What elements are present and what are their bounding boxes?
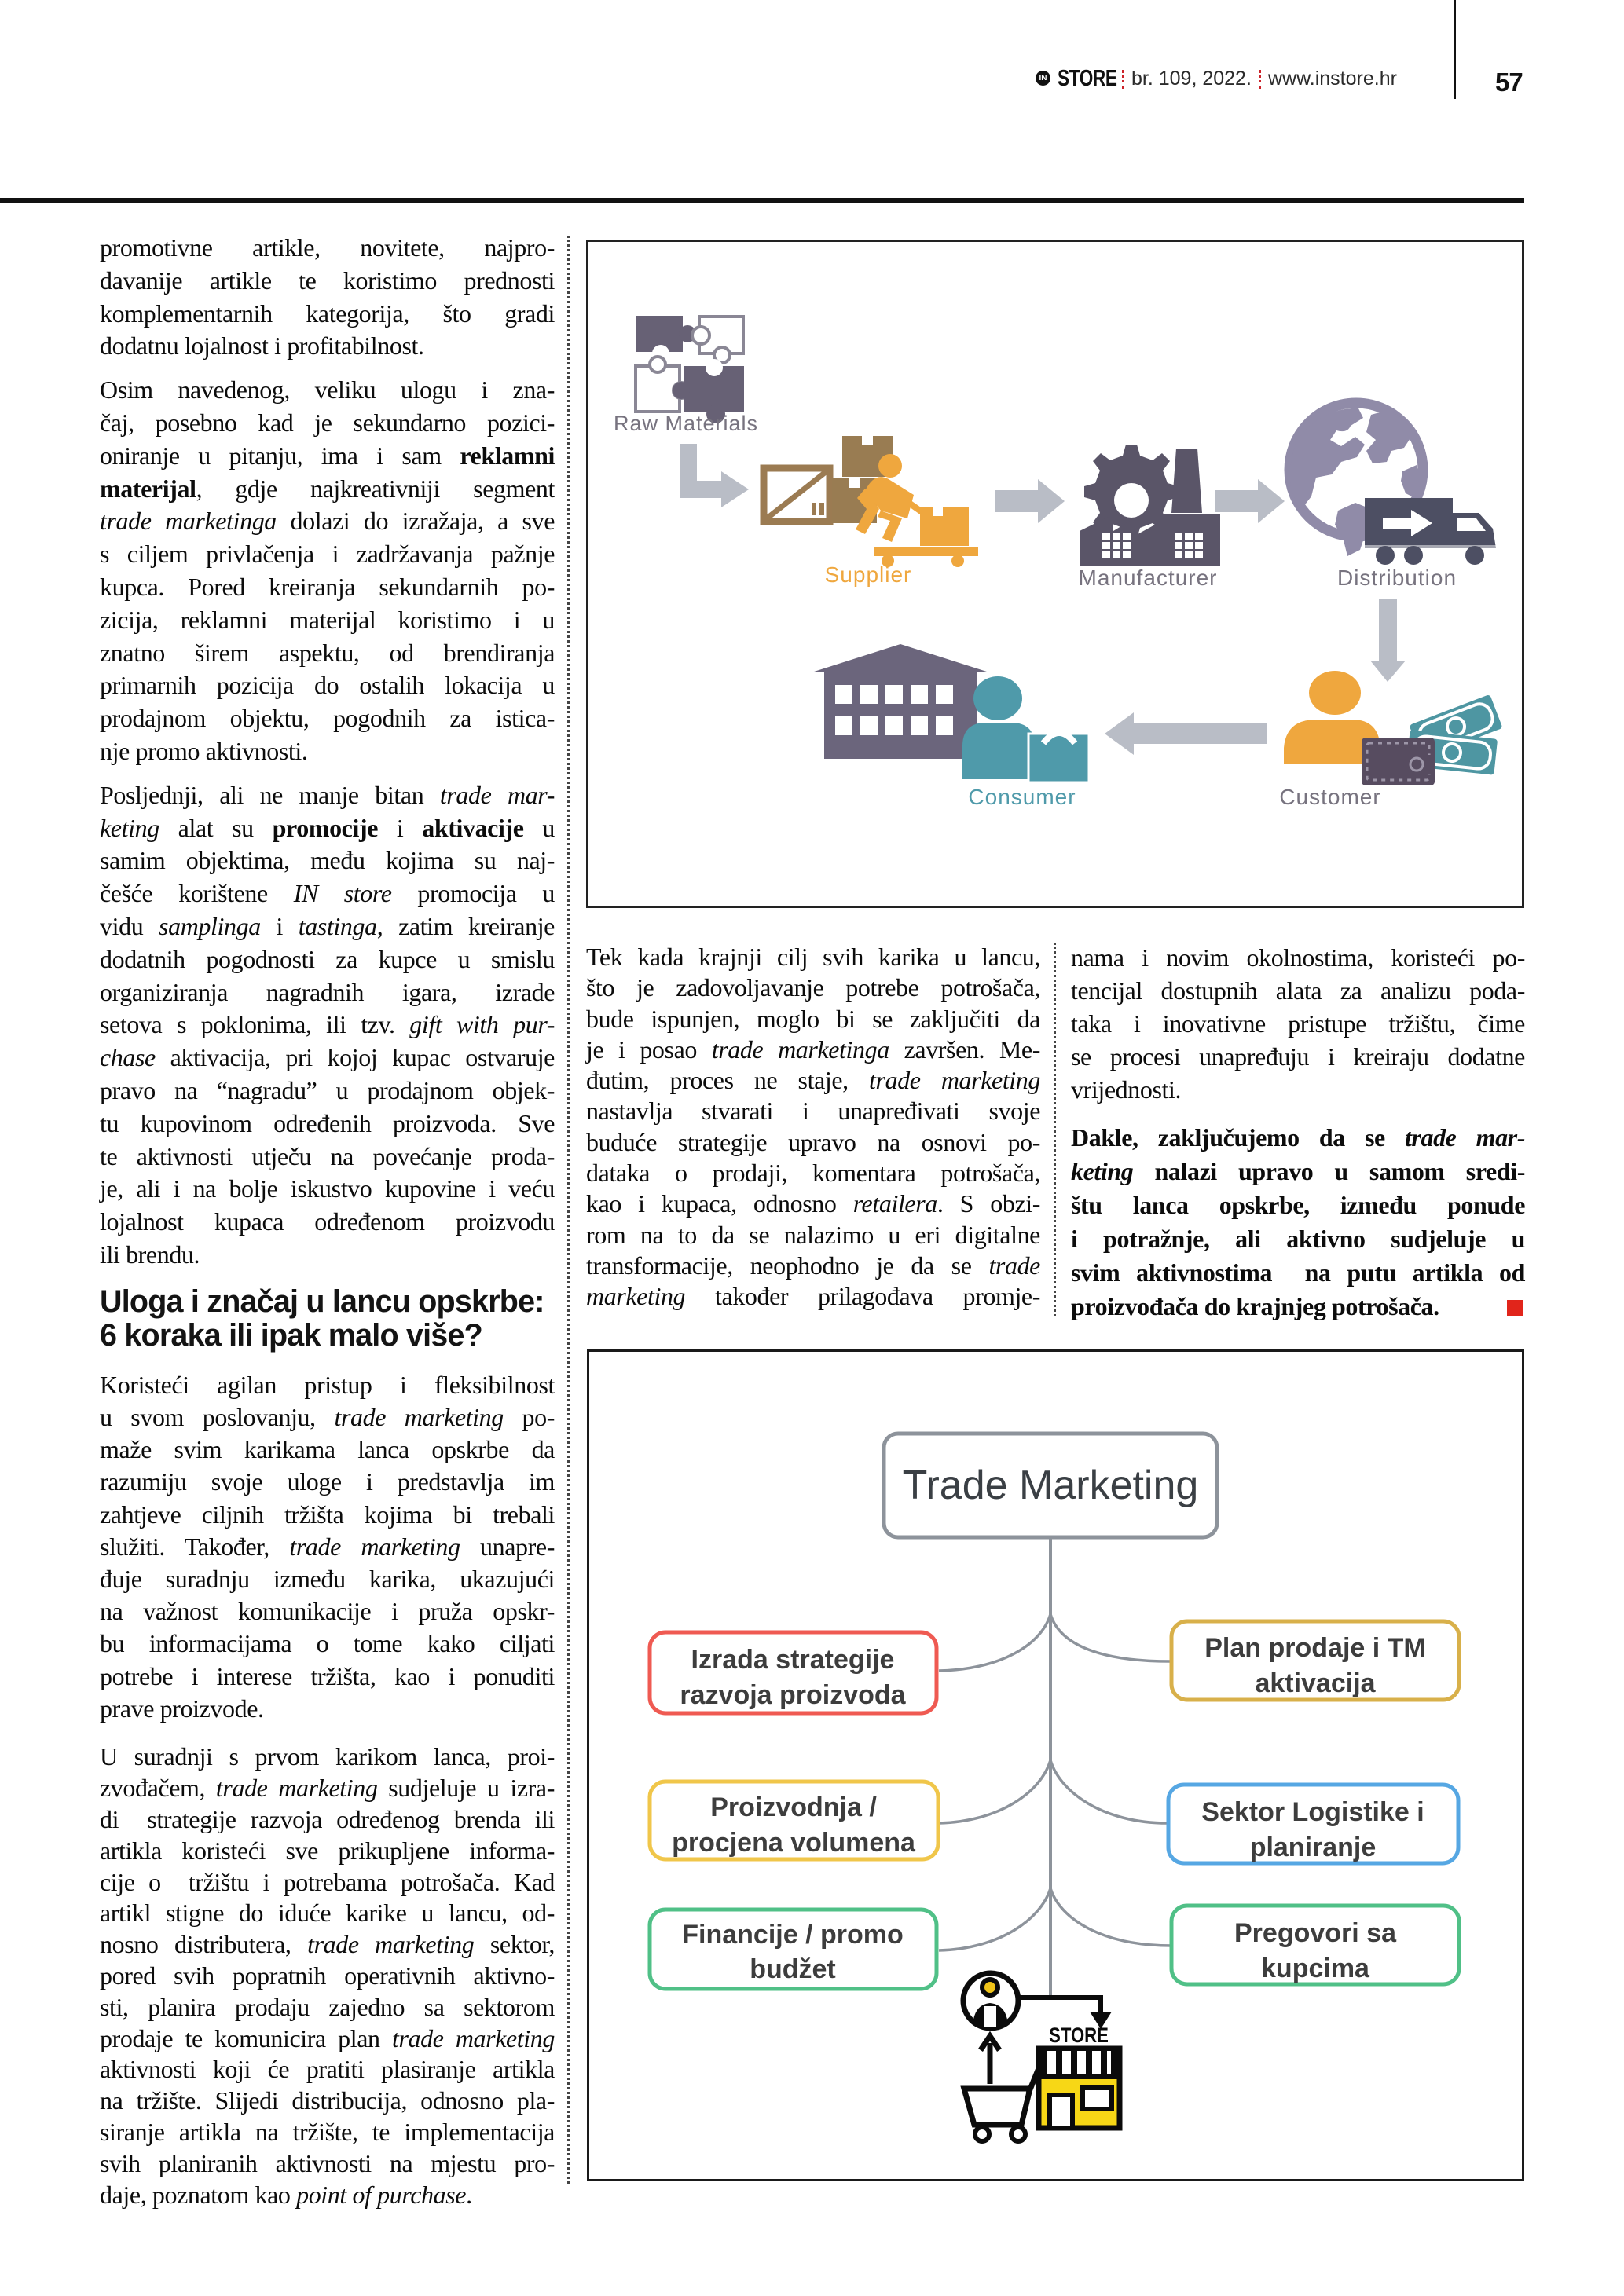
svg-text:aktivacija: aktivacija xyxy=(1255,1668,1376,1698)
svg-text:Sektor Logistike i: Sektor Logistike i xyxy=(1201,1797,1424,1827)
svg-text:Manufacturer: Manufacturer xyxy=(1079,566,1218,590)
svg-text:Trade Marketing: Trade Marketing xyxy=(903,1463,1199,1508)
svg-text:STORE: STORE xyxy=(1049,2024,1109,2048)
svg-text:planiranje: planiranje xyxy=(1250,1833,1377,1862)
svg-text:Distribution: Distribution xyxy=(1337,566,1457,590)
svg-text:kupcima: kupcima xyxy=(1261,1954,1370,1983)
svg-text:Pregovori sa: Pregovori sa xyxy=(1234,1918,1397,1948)
svg-text:procjena volumena: procjena volumena xyxy=(672,1828,916,1858)
svg-text:Izrada strategije: Izrada strategije xyxy=(691,1645,895,1675)
svg-text:Supplier: Supplier xyxy=(825,562,912,587)
svg-text:Raw Materials: Raw Materials xyxy=(614,412,758,435)
svg-text:Customer: Customer xyxy=(1279,785,1380,809)
svg-text:budžet: budžet xyxy=(750,1954,836,1984)
svg-text:Proizvodnja /: Proizvodnja / xyxy=(710,1792,877,1822)
svg-text:Financije / promo: Financije / promo xyxy=(682,1920,903,1950)
svg-text:Consumer: Consumer xyxy=(968,785,1076,809)
svg-text:Plan prodaje i TM: Plan prodaje i TM xyxy=(1204,1633,1425,1663)
svg-text:razvoja proizvoda: razvoja proizvoda xyxy=(680,1680,906,1710)
